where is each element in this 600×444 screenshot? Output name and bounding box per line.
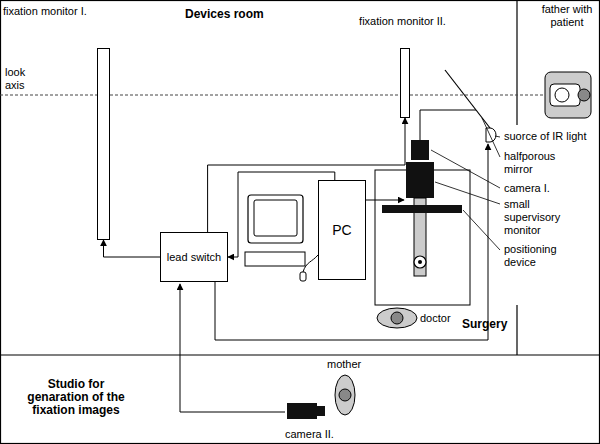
switch-box: lead switch [160,232,228,282]
mouse-cable [303,255,318,272]
node-text: lead switch [167,251,221,264]
positioning-knob [418,260,422,264]
region-label: Devices room [185,8,264,21]
room-divider [516,305,517,355]
monitor-bar [400,48,410,118]
part-label: small supervisory monitor [504,198,574,237]
crt-screen [254,200,297,236]
leader-line [495,136,500,137]
positioning-knob [414,256,426,268]
signal-wire [180,284,285,412]
leader-line [431,150,500,188]
doctor-head [391,312,403,324]
camera-body [406,162,434,198]
part-label: look axis [5,66,37,92]
room-divider [516,0,517,125]
father-figure [545,72,591,118]
leader-line [482,118,500,157]
signal-wire [366,200,404,201]
part-label: suorce of IR light [504,130,587,143]
region-label: Surgery [462,318,507,331]
node-text: fixation monitor II. [355,15,450,28]
leader-line [435,182,500,204]
part-label: positioning device [504,243,574,269]
father-head [578,89,590,101]
camera-body [411,140,429,160]
node-text: PC [332,224,351,237]
part-label: halfporous mirror [504,150,574,176]
keyboard [245,252,305,266]
part-label: camera II. [285,428,334,441]
patient-body [550,84,580,106]
mouse [300,272,306,281]
supervisory-monitor [382,205,462,213]
mother-figure [335,375,355,415]
mother-head [339,389,351,401]
patient-head [555,88,569,102]
monitor-label: fixation monitor II. [355,15,450,118]
signal-connector [208,118,405,232]
monitor-bar [97,48,110,240]
part-label: camera I. [504,182,550,195]
pc-box: PC [318,180,366,280]
signal-connector [104,240,161,257]
leader-line [463,210,500,250]
part-label: father with patient [536,3,598,29]
signal-wire [215,144,488,340]
room-divider [0,354,600,355]
camera-lens [317,406,325,416]
halfporous-mirror [445,70,490,128]
part-label: doctor [420,312,451,325]
part-label: mother [327,358,361,371]
monitor-label: fixation monitor I. [3,5,113,245]
region-label: Studio for genaration of the fixation im… [20,378,132,417]
optical-path [420,110,476,140]
crt-monitor [248,195,303,243]
look-axis-line [0,95,545,96]
camera-ii [287,403,317,419]
doctor-figure [377,308,417,328]
node-text: fixation monitor I. [3,5,113,18]
